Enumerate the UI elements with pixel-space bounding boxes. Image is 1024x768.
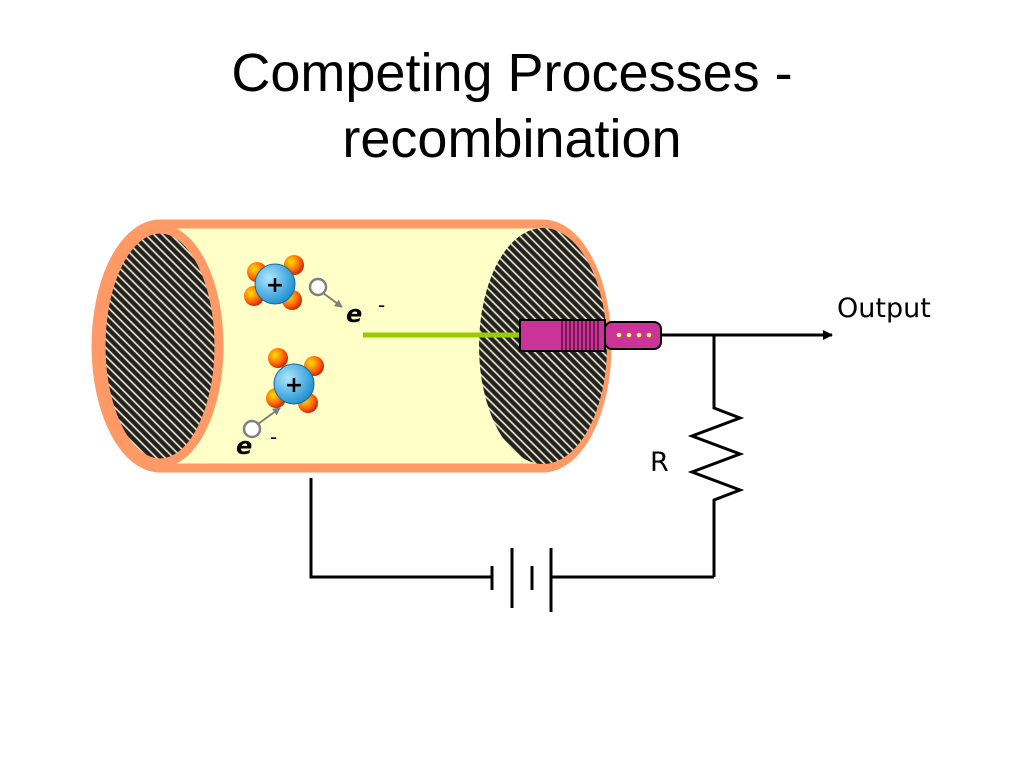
electron-icon: e - — [236, 407, 281, 460]
chamber-cylinder — [91, 219, 612, 473]
page-title: Competing Processes - recombination — [0, 40, 1024, 172]
battery-icon — [490, 548, 553, 612]
cylinder-body — [91, 219, 612, 473]
title-line-2: recombination — [342, 109, 682, 169]
cathode-end-left — [96, 224, 224, 468]
ion-charge-label: + — [285, 373, 303, 398]
electron-charge-label: - — [270, 425, 277, 449]
ion-charge-label: + — [266, 273, 284, 298]
circuit-wire-left — [309, 478, 492, 579]
electron-charge-label: - — [378, 293, 385, 317]
electron-label: e — [236, 432, 252, 460]
connector — [519, 319, 662, 352]
positive-ion-icon: + — [266, 348, 324, 413]
title-line-1: Competing Processes - — [231, 43, 793, 103]
output-label: Output — [837, 293, 931, 324]
electron-icon: e - — [308, 277, 385, 328]
positive-ion-icon: + — [244, 255, 304, 310]
resistor — [687, 335, 745, 577]
resistor-label: R — [650, 447, 669, 478]
electron-label: e — [346, 300, 362, 328]
